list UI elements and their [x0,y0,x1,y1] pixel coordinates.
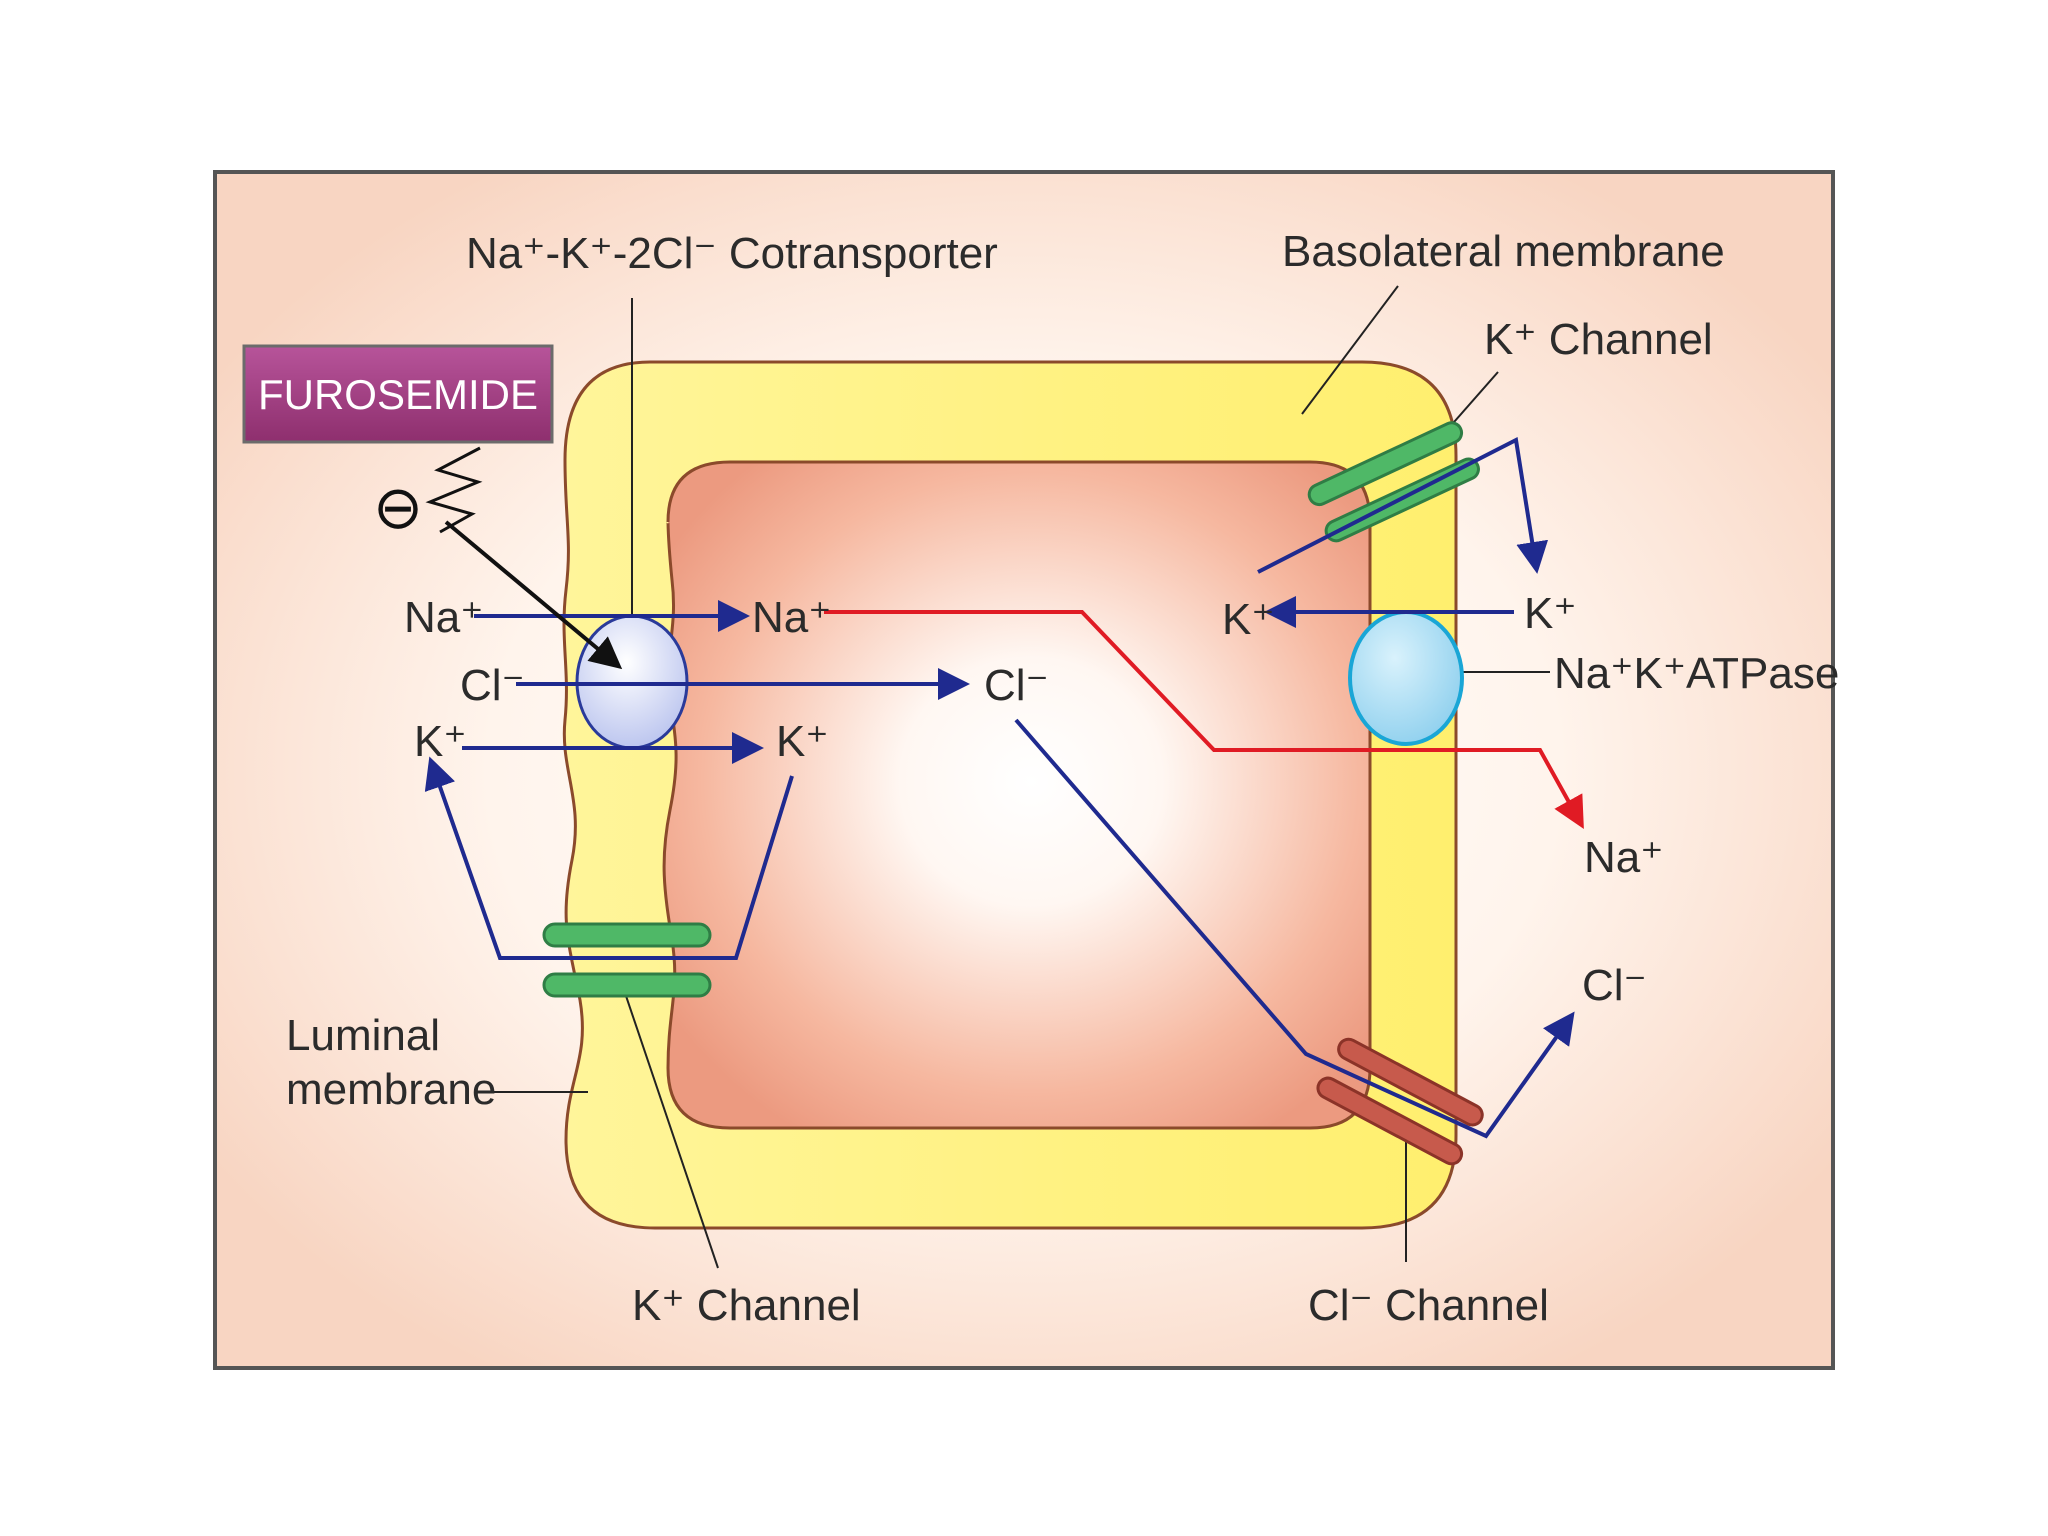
k-channel-bottom-leader [623,989,719,1269]
cotransporter-label: Na⁺-K⁺-2Cl⁻ Cotransporter [466,229,998,278]
k-channel-bottom [542,922,712,998]
cl-outside-right-label: Cl⁻ [1582,961,1647,1010]
furosemide-label: FUROSEMIDE [258,371,538,418]
basolateral-leader [1301,285,1399,415]
cl-exit-path [1014,718,1575,1139]
k-channel-bottom-label: K⁺ Channel [632,1281,861,1330]
cl-outside-left: Cl⁻ [460,661,525,710]
inhibit-symbol: ⊖ [373,473,423,543]
k-inside-right-label: K⁺ [1222,595,1275,644]
k-inside-label: K⁺ [776,717,829,766]
luminal-label: Luminal [286,1011,440,1060]
inhibition-arrow [444,520,623,670]
k-recycle-luminal-path [424,756,794,960]
furosemide-box [242,344,554,444]
na-outside-right-label: Na⁺ [1584,833,1663,882]
k-outside-right-label: K⁺ [1524,589,1577,638]
luminal-membrane-label: membrane [286,1065,496,1114]
cytoplasm [662,460,1372,1130]
inhibition-zigzag [425,446,483,534]
na-k-atpase-pump [1348,610,1464,746]
cl-channel-bottom [1316,1037,1484,1166]
basolateral-label: Basolateral membrane [1282,227,1725,276]
na-outside-left: Na⁺ [404,593,483,642]
na-inside-label: Na⁺ [752,593,831,642]
k-exit-basolateral-path [1257,436,1549,574]
cl-inside-label: Cl⁻ [984,661,1049,710]
k-channel-top-label: K⁺ Channel [1484,315,1713,364]
k-outside-left: K⁺ [414,717,467,766]
cl-channel-bottom-label: Cl⁻ Channel [1308,1281,1549,1330]
na-exit-path [824,610,1584,829]
atpase-label: Na⁺K⁺ATPase [1554,649,1839,698]
